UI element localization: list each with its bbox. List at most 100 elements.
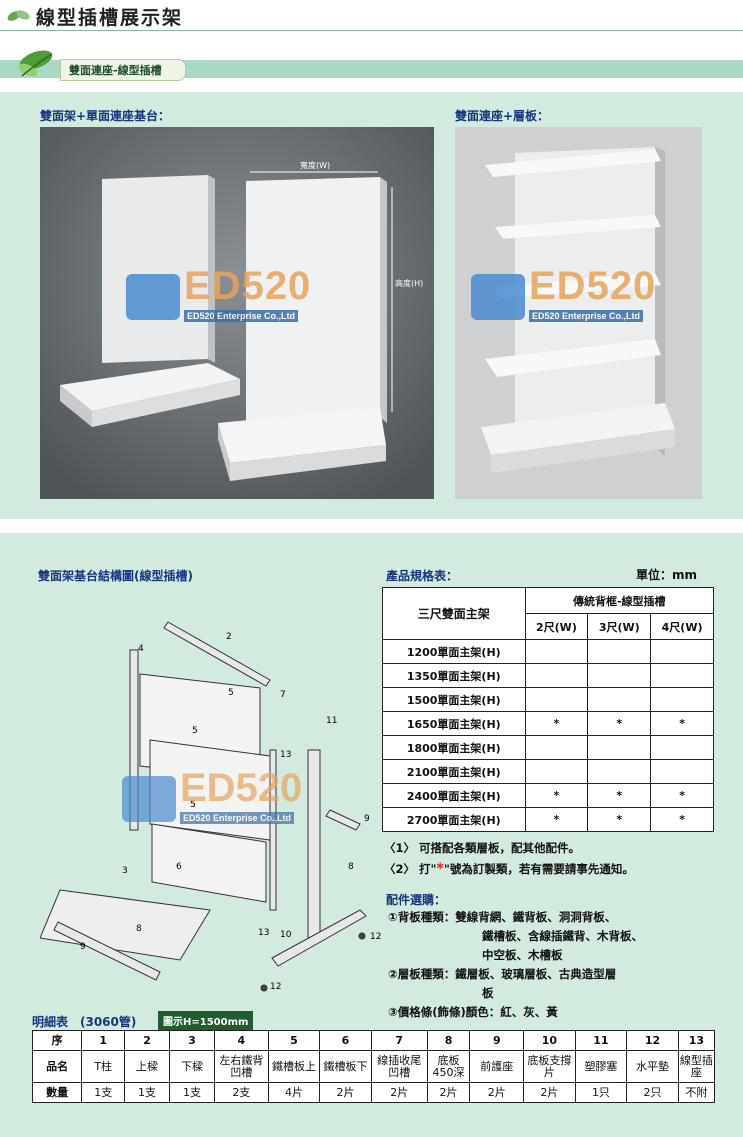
spec-group-header: 傳統背框-線型插槽 <box>524 587 715 614</box>
detail-no: 12 <box>626 1030 679 1051</box>
watermark-brand: ED520 <box>529 264 657 308</box>
spec-title: 產品規格表： <box>386 569 459 583</box>
spec-mark: * <box>650 783 714 808</box>
watermark-right: ED520 ED520 Enterprise Co.,Ltd <box>471 264 701 328</box>
detail-qty: 2片 <box>319 1082 372 1103</box>
spec-row-label: 1350單面主架(H) <box>382 663 526 688</box>
leveler-foot-part <box>260 984 268 992</box>
detail-name: 水平墊 <box>626 1050 679 1083</box>
detail-qty: 1只 <box>574 1082 628 1103</box>
detail-qty: 1支 <box>169 1082 215 1103</box>
spec-mark: * <box>587 807 652 832</box>
spec-mark <box>524 639 589 664</box>
backboard-label: ①背板種類： <box>388 910 456 924</box>
detail-no: 4 <box>213 1030 269 1051</box>
detail-name: 鐵槽板上 <box>267 1050 321 1083</box>
spec-mark <box>587 639 652 664</box>
watermark-logo-icon <box>126 274 180 320</box>
note-1: 〈1〉 可搭配各類層板，配其他配件。 <box>384 841 581 855</box>
detail-qty: 2片 <box>426 1082 471 1103</box>
spec-mark <box>587 687 652 712</box>
watermark-sub: ED520 Enterprise Co.,Ltd <box>184 310 299 322</box>
part-label: 12 <box>370 932 382 942</box>
watermark-brand: ED520 <box>184 264 312 308</box>
detail-qty: 2片 <box>370 1082 428 1103</box>
detail-no: 2 <box>124 1030 171 1051</box>
spec-mark: * <box>650 807 714 832</box>
part-label: 10 <box>280 930 292 940</box>
detail-no: 9 <box>469 1030 525 1051</box>
part-label: 9 <box>80 942 86 952</box>
backboard-options-3: 中空板、木槽板 <box>482 948 563 962</box>
spec-col-header: 2尺(W) <box>524 613 589 640</box>
spec-mark <box>650 663 714 688</box>
part-label: 13 <box>280 750 292 760</box>
watermark-sub: ED520 Enterprise Co.,Ltd <box>180 812 295 824</box>
section-tag: 雙面連座-線型插槽 <box>60 59 186 81</box>
detail-name: 下樑 <box>169 1050 215 1083</box>
spec-mark: * <box>587 711 652 736</box>
detail-qty: 1支 <box>81 1082 126 1103</box>
spec-row-label: 1500單面主架(H) <box>382 687 526 712</box>
rail-part <box>269 749 277 911</box>
part-label: 12 <box>270 982 282 992</box>
detail-table: 序 1 2 3 4 5 6 7 8 9 10 11 12 13 品名 T柱 上樑… <box>31 1030 716 1103</box>
spec-mark: * <box>524 783 589 808</box>
spec-row-label: 2400單面主架(H) <box>382 783 526 808</box>
detail-qty: 2片 <box>523 1082 576 1103</box>
page-title: 線型插槽展示架 <box>36 7 184 29</box>
spec-mark <box>587 735 652 760</box>
spec-mark <box>650 759 714 784</box>
spec-mark <box>524 663 589 688</box>
backboard-row: ①背板種類：雙線背網、鐵背板、洞洞背板、 <box>388 908 718 927</box>
base-plate-part <box>39 889 211 961</box>
spec-mark <box>587 759 652 784</box>
part-label: 5 <box>228 688 234 698</box>
detail-name: 底板支撐片 <box>523 1050 576 1083</box>
note-2-start: 〈2〉 打" <box>384 862 437 876</box>
detail-no: 11 <box>574 1030 628 1051</box>
spec-corner: 三尺雙面主架 <box>382 587 526 640</box>
part-label: 11 <box>326 716 338 726</box>
detail-qty: 4片 <box>267 1082 321 1103</box>
accessories-title: 配件選購： <box>386 893 447 907</box>
part-label: 2 <box>226 632 232 642</box>
part-label: 3 <box>122 866 128 876</box>
spec-row-label: 1800單面主架(H) <box>382 735 526 760</box>
detail-name: 線型插座 <box>677 1050 716 1083</box>
detail-name: 底板450深 <box>426 1050 471 1083</box>
part-label: 8 <box>136 924 142 934</box>
detail-name: 塑膠塞 <box>574 1050 628 1083</box>
right-photo-caption: 雙面連座+層板： <box>455 109 550 123</box>
detail-no: 8 <box>426 1030 471 1051</box>
spec-mark <box>524 687 589 712</box>
detail-name: 線插收尾凹槽 <box>370 1050 428 1083</box>
spec-table: 三尺雙面主架 傳統背框-線型插槽 2尺(W) 3尺(W) 4尺(W) 1200單… <box>382 587 715 832</box>
accessories-list: ①背板種類：雙線背網、鐵背板、洞洞背板、 鐵槽板、含線插鐵背、木背板、 中空板、… <box>388 908 718 1022</box>
top-beam-part <box>163 621 271 687</box>
title-divider <box>0 30 743 31</box>
spec-row-label: 2100單面主架(H) <box>382 759 526 784</box>
shelf-row: ②層板種類：鐵層板、玻璃層板、古典造型層 <box>388 965 718 984</box>
spec-col-header: 4尺(W) <box>650 613 714 640</box>
detail-name: 前護座 <box>469 1050 525 1083</box>
left-column-part <box>129 649 139 831</box>
left-photo-caption: 雙面架+單面連座基台： <box>40 109 171 123</box>
detail-no: 5 <box>267 1030 321 1051</box>
detail-no: 1 <box>81 1030 126 1051</box>
back-panel-low <box>151 823 267 903</box>
shelf-options: 鐵層板、玻璃層板、古典造型層 <box>455 967 617 981</box>
front-guard-part <box>53 921 161 981</box>
price-strip-colors: ③價格條(飾條)顏色：紅、灰、黃 <box>388 1005 558 1019</box>
spec-mark <box>650 639 714 664</box>
watermark-brand: ED520 <box>180 766 303 810</box>
spec-mark: * <box>650 711 714 736</box>
detail-name: 左右鐵背凹槽 <box>213 1050 269 1083</box>
leaf-tag-icon <box>14 46 60 80</box>
watermark-sub: ED520 Enterprise Co.,Ltd <box>529 310 644 322</box>
note-2: 〈2〉 打"*"號為訂製類，若有需要請事先通知。 <box>384 861 634 877</box>
spec-mark: * <box>587 783 652 808</box>
note-2-end: "號為訂製類，若有需要請事先通知。 <box>443 862 634 876</box>
detail-no: 3 <box>169 1030 215 1051</box>
part-label: 5 <box>192 726 198 736</box>
